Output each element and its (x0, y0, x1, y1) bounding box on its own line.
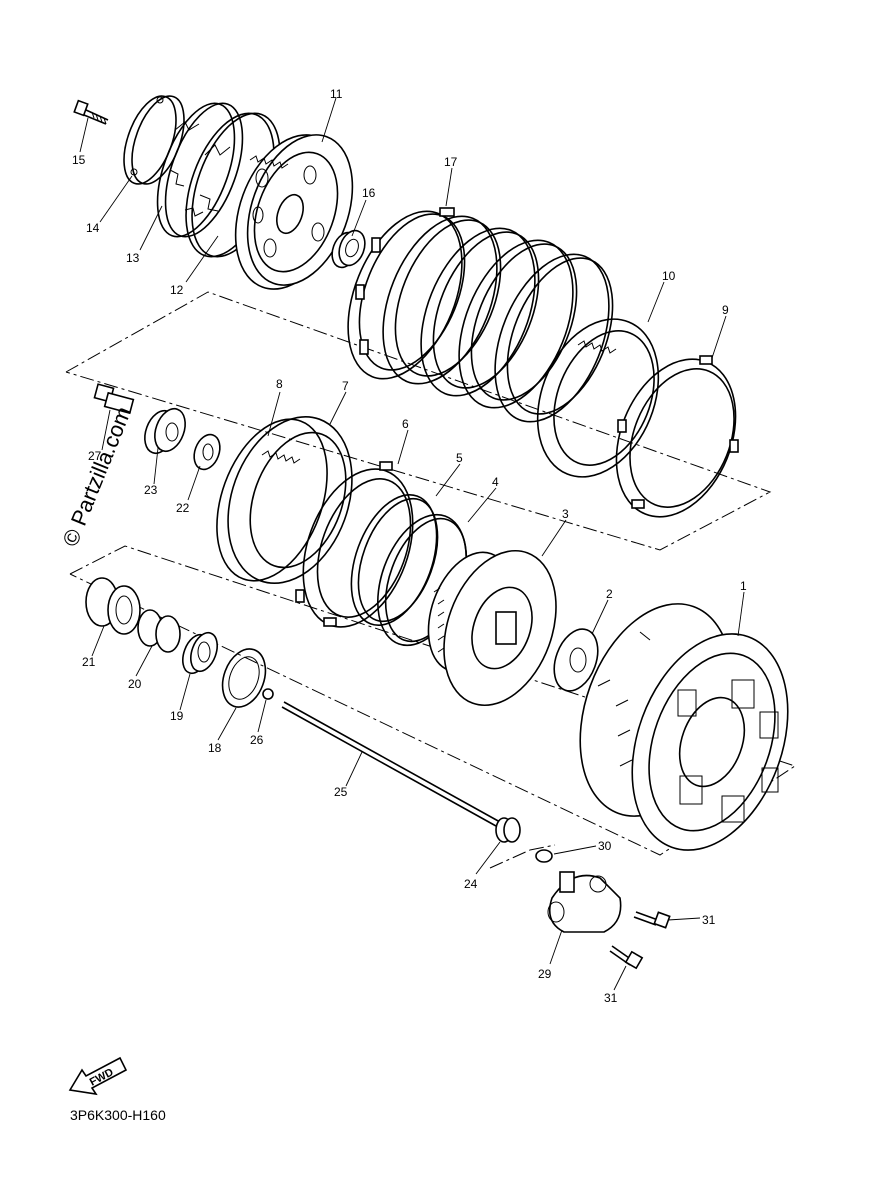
part-19-bearing (182, 631, 218, 675)
fwd-label: FWD (88, 1066, 116, 1088)
part-5-ring (350, 493, 439, 627)
callout-30: 30 (598, 839, 612, 853)
diagram-code: 3P6K300-H160 (70, 1107, 166, 1123)
part-31-bolt-upper (633, 911, 671, 929)
callout-3: 3 (562, 507, 569, 521)
callout-6: 6 (402, 417, 409, 431)
part-2-washer (553, 628, 599, 692)
part-17-friction-plate-stack (347, 207, 614, 423)
callout-10: 10 (662, 269, 676, 283)
callout-12: 12 (170, 283, 184, 297)
callout-16: 16 (362, 186, 376, 200)
part-20-collar (137, 609, 181, 653)
part-27-bolt (93, 383, 135, 415)
callout-22: 22 (176, 501, 190, 515)
callout-1: 1 (740, 579, 747, 593)
part-23-collar (144, 407, 186, 455)
callout-27: 27 (88, 449, 102, 463)
callout-7: 7 (342, 379, 349, 393)
part-22-plate (193, 433, 221, 471)
part-11-pressure-plate (234, 134, 354, 290)
watermark: © Partzilla.com (57, 403, 136, 550)
part-6-friction-plate (295, 461, 414, 628)
callout-23: 23 (144, 483, 158, 497)
callout-24: 24 (464, 877, 478, 891)
part-26-ball (262, 688, 274, 700)
part-3-clutch-boss (427, 549, 557, 707)
callout-2: 2 (606, 587, 613, 601)
part-15-bolt (73, 99, 109, 125)
part-18-washer (221, 648, 267, 708)
callout-8: 8 (276, 377, 283, 391)
callout-4: 4 (492, 475, 499, 489)
part-21-collar (85, 577, 141, 635)
callout-13: 13 (126, 251, 140, 265)
callout-5: 5 (456, 451, 463, 465)
part-29-release-cylinder (547, 871, 622, 933)
part-13-ring (156, 102, 244, 238)
fwd-arrow-icon: FWD (68, 1056, 128, 1096)
part-9-friction-plate (615, 355, 739, 518)
part-31-bolt-lower (609, 945, 644, 970)
callout-29: 29 (538, 967, 552, 981)
callout-31-upper: 31 (702, 913, 716, 927)
callout-20: 20 (128, 677, 142, 691)
callout-17: 17 (444, 155, 458, 169)
part-24-push-piece (495, 817, 521, 843)
callout-14: 14 (86, 221, 100, 235)
callout-19: 19 (170, 709, 184, 723)
upper-assembly-outline (65, 291, 772, 551)
lower-branch-outline (489, 844, 556, 869)
leader-lines (79, 97, 745, 991)
callout-15: 15 (72, 153, 86, 167)
part-10-clutch-plate (536, 318, 660, 478)
part-7-clutch-plate (227, 415, 353, 585)
part-16-bearing (331, 229, 366, 269)
part-8-spring (216, 418, 328, 582)
callout-11: 11 (330, 87, 343, 101)
part-30-dowel-pin (535, 849, 553, 863)
callout-21: 21 (82, 655, 96, 669)
callout-9: 9 (722, 303, 729, 317)
callout-25: 25 (334, 785, 348, 799)
callout-31-lower: 31 (604, 991, 618, 1005)
callout-26: 26 (250, 733, 264, 747)
callout-18: 18 (208, 741, 222, 755)
part-25-push-rod (281, 701, 501, 827)
part-1-clutch-housing (579, 603, 789, 851)
